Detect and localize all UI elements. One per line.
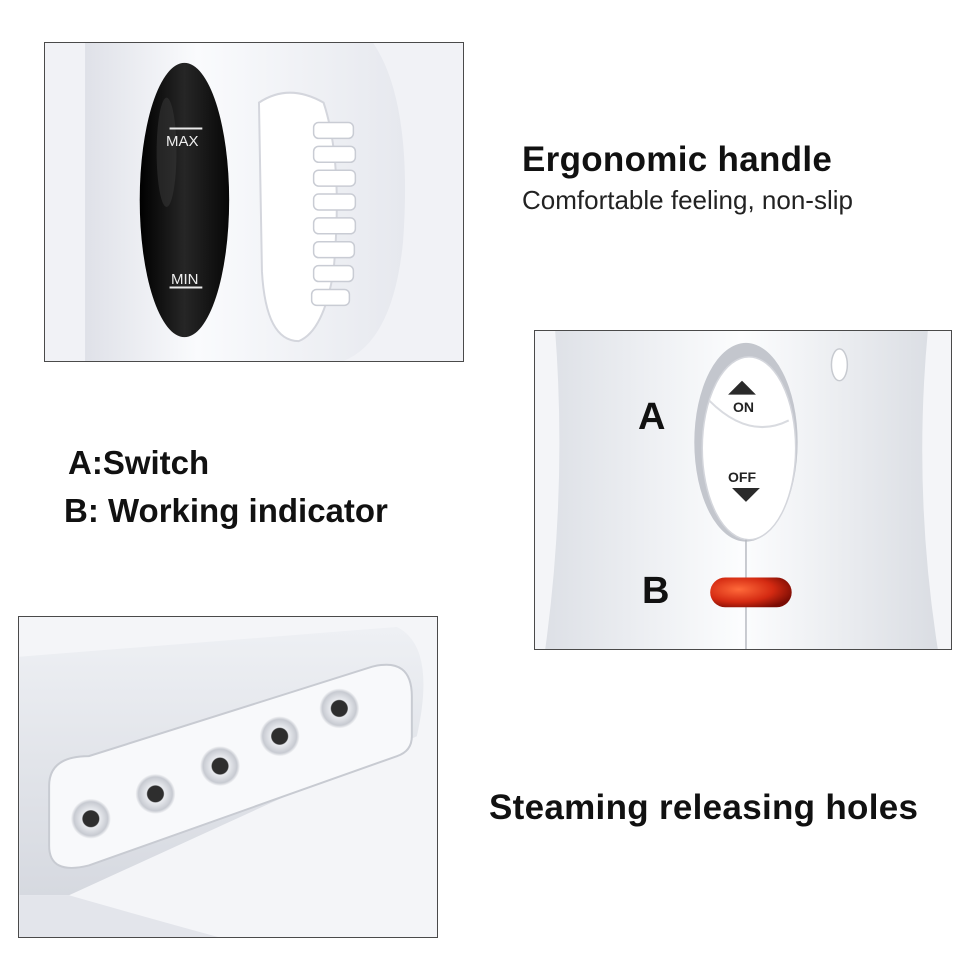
legend-switch: A:Switch — [68, 444, 210, 481]
handle-title: Ergonomic handle — [522, 140, 833, 179]
steam-holes — [70, 688, 360, 839]
arrow-up-icon — [728, 380, 756, 395]
nozzle-caption: Steaming releasing holes — [489, 788, 919, 827]
switch-tag-a: A — [638, 396, 666, 438]
on-button[interactable]: ON — [733, 399, 754, 415]
indicator-tag-b: B — [642, 570, 670, 612]
working-indicator-light — [710, 577, 792, 608]
handle-subtitle: Comfortable feeling, non-slip — [522, 185, 853, 215]
handle-illustration — [45, 43, 463, 361]
off-button[interactable]: OFF — [728, 469, 756, 485]
gauge-max-label: MAX — [166, 133, 199, 150]
nozzle-illustration — [19, 617, 437, 937]
arrow-down-icon — [732, 488, 760, 502]
water-level-window — [139, 62, 230, 338]
legend-indicator: B: Working indicator — [64, 492, 388, 529]
handle-photo-panel: MAX MIN — [44, 42, 464, 362]
gauge-min-label: MIN — [171, 271, 199, 288]
switch-photo-panel: ON OFF — [534, 330, 952, 650]
nozzle-photo-panel — [18, 616, 438, 938]
switch-illustration — [535, 331, 951, 649]
